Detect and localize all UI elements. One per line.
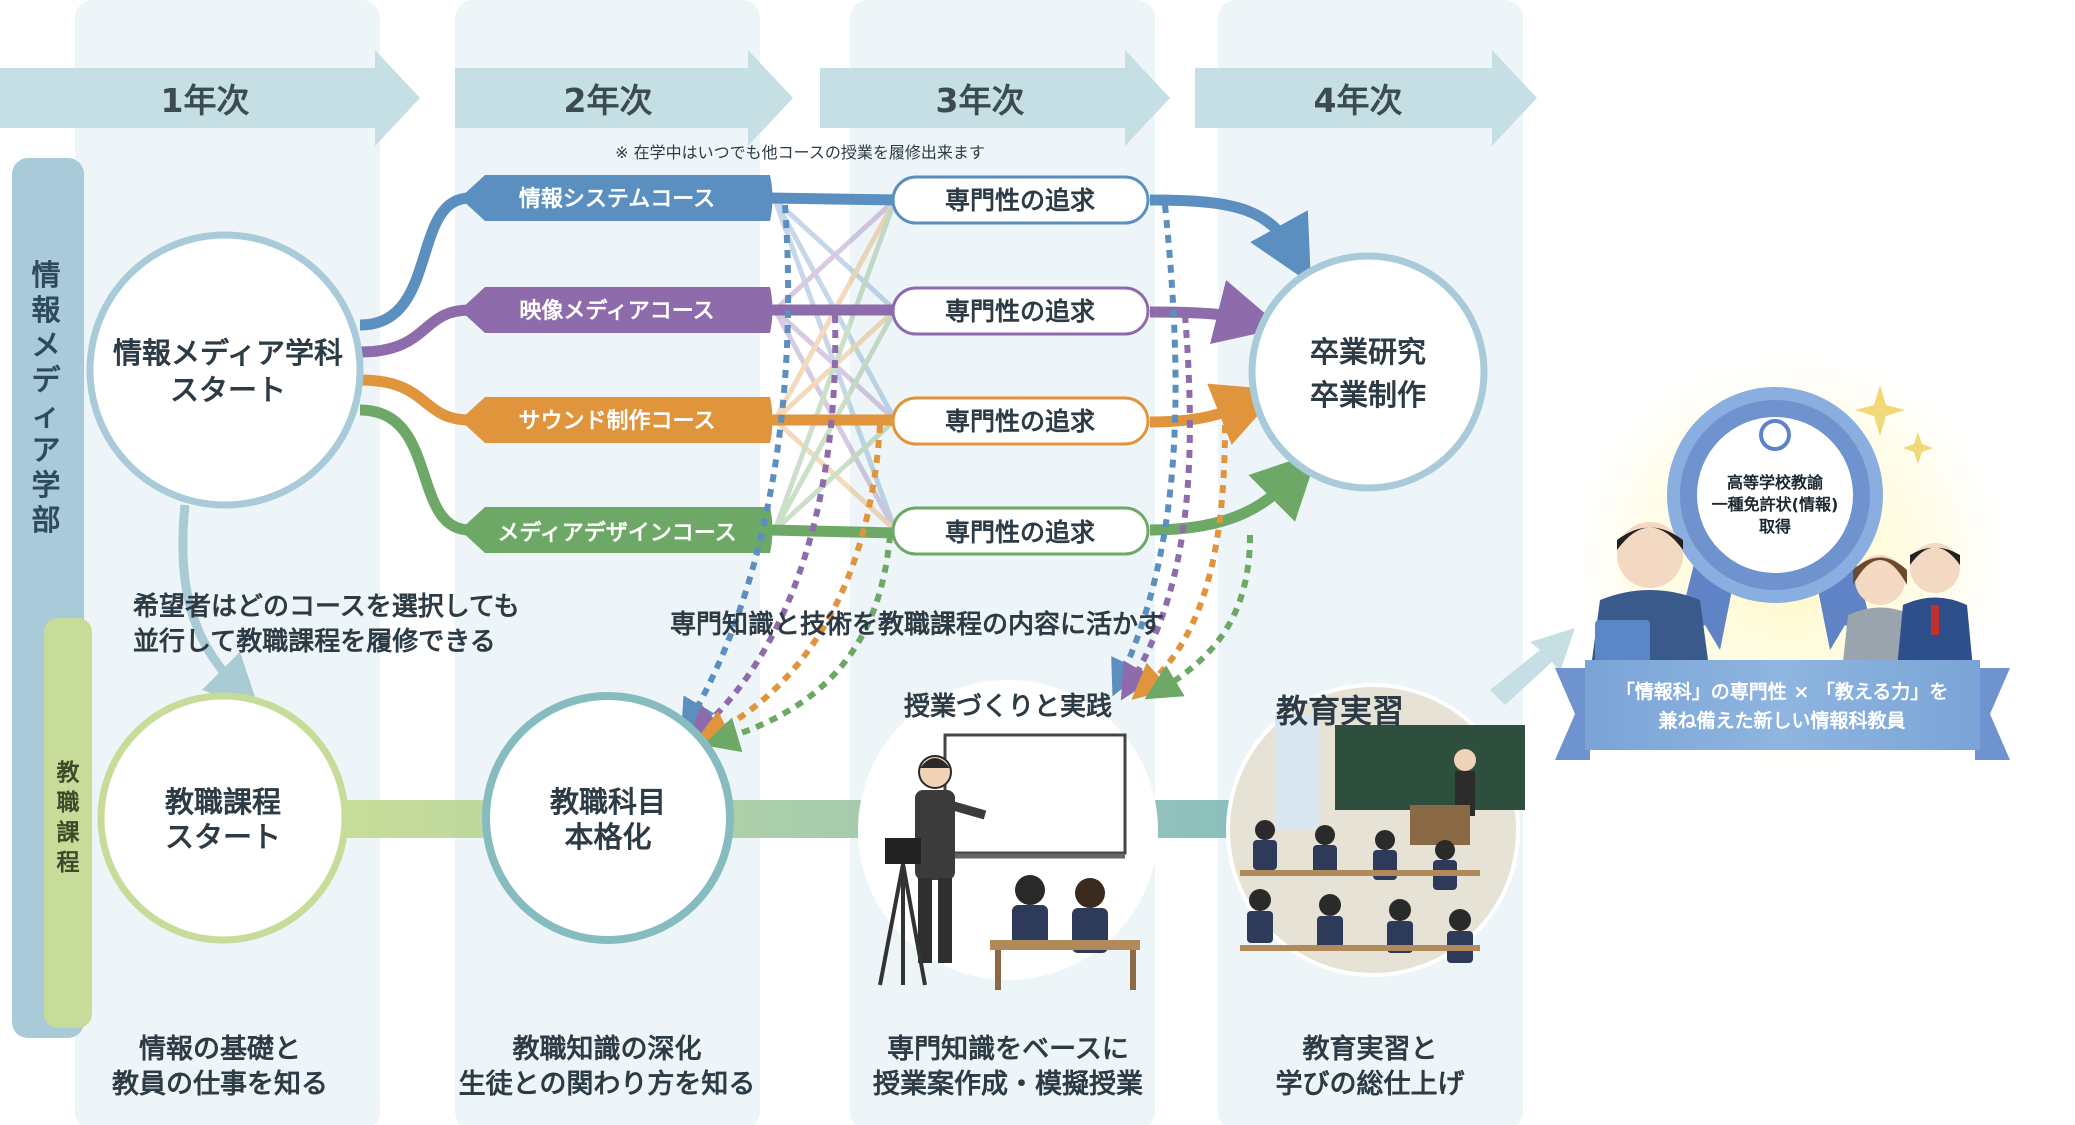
year-label-2: 2年次 <box>564 81 653 120</box>
svg-text:情: 情 <box>31 258 60 292</box>
svg-text:程: 程 <box>57 850 80 876</box>
achievement-arrow <box>1490 628 1575 705</box>
svg-text:学: 学 <box>31 468 60 502</box>
svg-text:スタート: スタート <box>165 820 281 854</box>
svg-text:生徒との関わり方を知る: 生徒との関わり方を知る <box>459 1068 756 1100</box>
ribbon-line1: 「情報科」の専門性 × 「教える力」を <box>1616 680 1949 703</box>
kyoshoku-note: 希望者はどのコースを選択しても 並行して教職課程を履修できる <box>133 591 520 657</box>
course-media-design: メディアデザインコース <box>460 507 773 553</box>
svg-text:専門性の追求: 専門性の追求 <box>945 297 1095 326</box>
svg-text:教職課程: 教職課程 <box>165 785 281 819</box>
faculty-label: 情 報 メ デ ィ ア 学 部 <box>31 258 61 537</box>
dotted-flows <box>680 204 1253 753</box>
svg-text:サウンド制作コース: サウンド制作コース <box>519 409 716 434</box>
year-label-3: 3年次 <box>936 81 1025 120</box>
svg-text:教育実習と: 教育実習と <box>1303 1033 1438 1065</box>
svg-text:教員の仕事を知る: 教員の仕事を知る <box>112 1069 328 1100</box>
svg-text:教: 教 <box>57 759 81 786</box>
course-flows <box>359 192 1319 539</box>
kyoshoku-bar <box>44 618 92 1028</box>
start-circle-line1: 情報メディア学科 <box>113 336 343 370</box>
svg-text:職: 職 <box>57 789 80 816</box>
svg-text:専門知識をベースに: 専門知識をベースに <box>887 1034 1129 1065</box>
practice-illustration: 教育実習 <box>1226 683 1525 977</box>
specialty-pill-2: 専門性の追求 <box>891 286 1150 336</box>
ribbon-line2: 兼ね備えた新しい情報科教員 <box>1658 709 1905 732</box>
kyoshoku-label: 教 職 課 程 <box>57 759 81 876</box>
svg-text:メディアデザインコース: メディアデザインコース <box>497 520 736 546</box>
svg-text:専門性の追求: 専門性の追求 <box>945 407 1095 436</box>
year-label-4: 4年次 <box>1314 81 1403 120</box>
badge-line2: 一種免許状(情報) <box>1712 495 1839 514</box>
blackboard-icon <box>1335 725 1525 810</box>
column-year1 <box>75 0 380 1125</box>
bottom-caption-3: 専門知識をベースに 授業案作成・模擬授業 <box>873 1034 1143 1100</box>
svg-text:ィ: ィ <box>31 398 60 432</box>
sparkle-icon <box>1855 385 1905 436</box>
kyoshoku-start-circle: 教職課程 スタート <box>97 692 349 944</box>
svg-text:教職知識の深化: 教職知識の深化 <box>513 1034 702 1065</box>
svg-text:メ: メ <box>31 328 60 362</box>
svg-text:情報の基礎と: 情報の基礎と <box>139 1034 301 1065</box>
bottom-caption-4: 教育実習と 学びの総仕上げ <box>1276 1033 1466 1100</box>
svg-text:デ: デ <box>31 363 61 397</box>
year-arrow-2: 2年次 <box>455 50 793 146</box>
achievement-area: 高等学校教諭 一種免許状(情報) 取得 「情報科」の専門性 <box>1555 340 2020 780</box>
svg-text:ア: ア <box>31 433 60 467</box>
camera-icon <box>885 838 921 864</box>
note-top: ※ 在学中はいつでも他コースの授業を履修出来ます <box>615 143 985 162</box>
bottom-caption-2: 教職知識の深化 生徒との関わり方を知る <box>459 1034 756 1100</box>
svg-text:学びの総仕上げ: 学びの総仕上げ <box>1276 1068 1466 1100</box>
student-icon <box>1015 875 1045 905</box>
specialty-pill-1: 専門性の追求 <box>891 175 1150 225</box>
year-arrow-1: 1年次 <box>0 50 420 146</box>
sparkle-icon <box>1903 432 1933 464</box>
course-video-media: 映像メディアコース <box>460 287 773 333</box>
column-year2 <box>455 0 760 1125</box>
badge-line3: 取得 <box>1759 517 1791 536</box>
svg-text:映像メディアコース: 映像メディアコース <box>519 298 714 324</box>
graduation-line1: 卒業研究 <box>1310 335 1426 369</box>
svg-text:本格化: 本格化 <box>564 820 651 854</box>
course-information-system: 情報システムコース <box>460 175 773 221</box>
year-label-1: 1年次 <box>161 81 250 120</box>
svg-text:部: 部 <box>31 503 60 537</box>
svg-text:希望者はどのコースを選択しても: 希望者はどのコースを選択しても <box>133 591 520 622</box>
ribbon-banner: 「情報科」の専門性 × 「教える力」を 兼ね備えた新しい情報科教員 <box>1555 660 2010 760</box>
svg-text:専門性の追求: 専門性の追求 <box>945 518 1095 547</box>
svg-text:課: 課 <box>57 819 81 846</box>
badge-line1: 高等学校教諭 <box>1727 473 1824 492</box>
svg-text:並行して教職課程を履修できる: 並行して教職課程を履修できる <box>133 626 496 657</box>
year-arrow-4: 4年次 <box>1195 50 1537 146</box>
lesson-illustration: 授業づくりと実践 <box>858 680 1158 990</box>
start-circle: 情報メディア学科 スタート <box>86 231 364 509</box>
specialty-pill-4: 専門性の追求 <box>891 506 1150 556</box>
specialty-pill-3: 専門性の追求 <box>891 396 1150 446</box>
practice-title: 教育実習 <box>1276 692 1404 730</box>
apply-note: 専門知識と技術を教職課程の内容に活かす <box>670 609 1164 640</box>
svg-text:授業案作成・模擬授業: 授業案作成・模擬授業 <box>873 1068 1143 1100</box>
rosette-icon: 高等学校教諭 一種免許状(情報) 取得 <box>1667 387 1883 650</box>
svg-text:教職科目: 教職科目 <box>550 785 666 819</box>
bottom-caption-1: 情報の基礎と 教員の仕事を知る <box>112 1034 328 1100</box>
start-to-kyoshoku-arrow <box>178 504 260 710</box>
course-sound-production: サウンド制作コース <box>460 397 773 443</box>
kyoshoku-subject-circle: 教職科目 本格化 <box>482 692 734 944</box>
graduation-circle: 卒業研究 卒業制作 <box>1248 252 1488 492</box>
svg-text:報: 報 <box>31 293 61 327</box>
teacher-icon <box>1454 749 1476 771</box>
year-arrow-3: 3年次 <box>820 50 1170 146</box>
lesson-title: 授業づくりと実践 <box>904 691 1112 722</box>
start-circle-line2: スタート <box>170 373 286 407</box>
svg-text:専門性の追求: 専門性の追求 <box>945 186 1095 215</box>
svg-text:情報システムコース: 情報システムコース <box>519 186 715 212</box>
kyoshoku-connector <box>320 800 1320 838</box>
graduation-line2: 卒業制作 <box>1310 378 1426 412</box>
whiteboard-icon <box>943 733 1127 855</box>
